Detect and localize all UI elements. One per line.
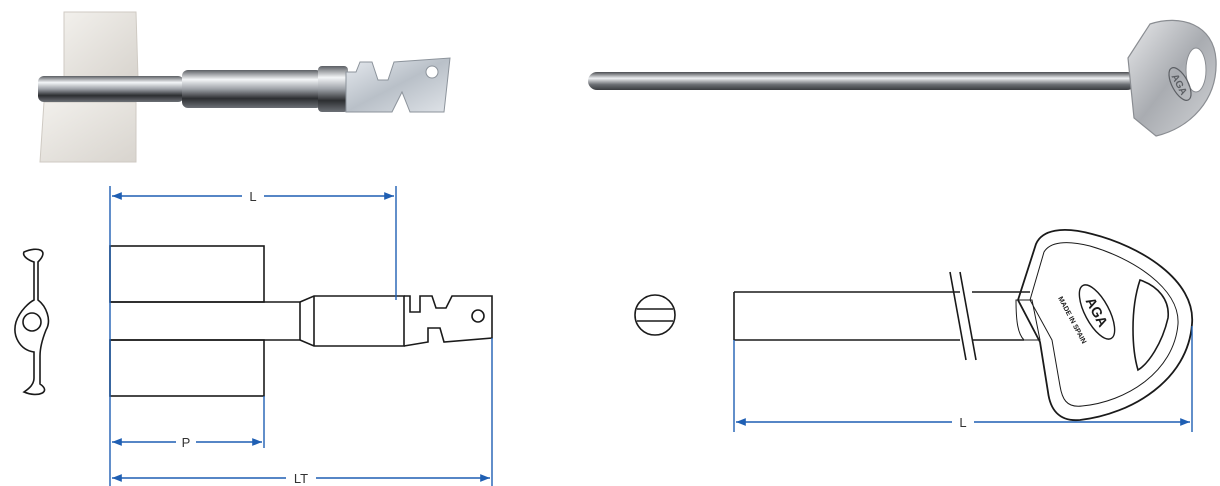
- key-shaft-sleeve: [182, 70, 322, 108]
- drawing-bit: [403, 295, 493, 347]
- key-plate-lower: [39, 101, 137, 163]
- left-dimensions: [109, 186, 493, 486]
- dim-p-label: P: [182, 435, 191, 450]
- rod-key-shaft: [588, 72, 1136, 90]
- key-bit-blade: [345, 57, 451, 113]
- key-bit-hole: [425, 65, 439, 79]
- photo-rod-key: AGA: [588, 19, 1217, 137]
- dim-right-l-label: L: [959, 415, 966, 430]
- dim-right-l-label-bg: [952, 414, 974, 430]
- dim-lt-label: LT: [294, 471, 308, 486]
- right-side-drawing: AGA MADE IN SPAIN: [733, 229, 1193, 421]
- right-end-view-circle: [634, 294, 676, 336]
- right-end-view: [634, 294, 676, 336]
- rod-key-bow-window: [1185, 47, 1207, 93]
- left-end-view-wing: [14, 248, 50, 396]
- dim-l-label-bg: [242, 188, 264, 204]
- drawing-plate-lower: [109, 339, 265, 397]
- key-plate-upper: [63, 11, 139, 79]
- left-side-drawing: [109, 245, 493, 397]
- photo-plate-key: [38, 11, 451, 163]
- dim-l-label: L: [249, 189, 256, 204]
- rod-key-logo-oval: [1168, 67, 1192, 101]
- drawing-bow-inner: [1029, 242, 1179, 407]
- left-end-view-hole: [22, 312, 42, 332]
- key-shaft-collar: [318, 66, 348, 112]
- drawing-rod-left: [733, 291, 960, 341]
- key-shaft-body: [38, 76, 184, 102]
- drawing-bow-window: [1132, 278, 1169, 372]
- drawing-shaft: [110, 301, 301, 341]
- dim-lt-label-bg: [286, 470, 316, 486]
- drawing-collar: [299, 295, 405, 347]
- drawing-bow-neck: [1015, 299, 1041, 341]
- left-end-view: [14, 248, 50, 396]
- drawing-rod-right: [972, 291, 1030, 341]
- dim-p-label-bg: [176, 434, 196, 450]
- drawing-bow-inscription: MADE IN SPAIN: [1056, 296, 1087, 346]
- drawing-bit-hole: [471, 309, 485, 323]
- break-mark-1: [949, 271, 967, 361]
- break-mark-2: [959, 271, 977, 361]
- drawing-bow-brand: AGA: [1083, 295, 1112, 330]
- drawing-plate-upper: [109, 245, 265, 303]
- drawing-bow-logo-oval: [1078, 284, 1116, 340]
